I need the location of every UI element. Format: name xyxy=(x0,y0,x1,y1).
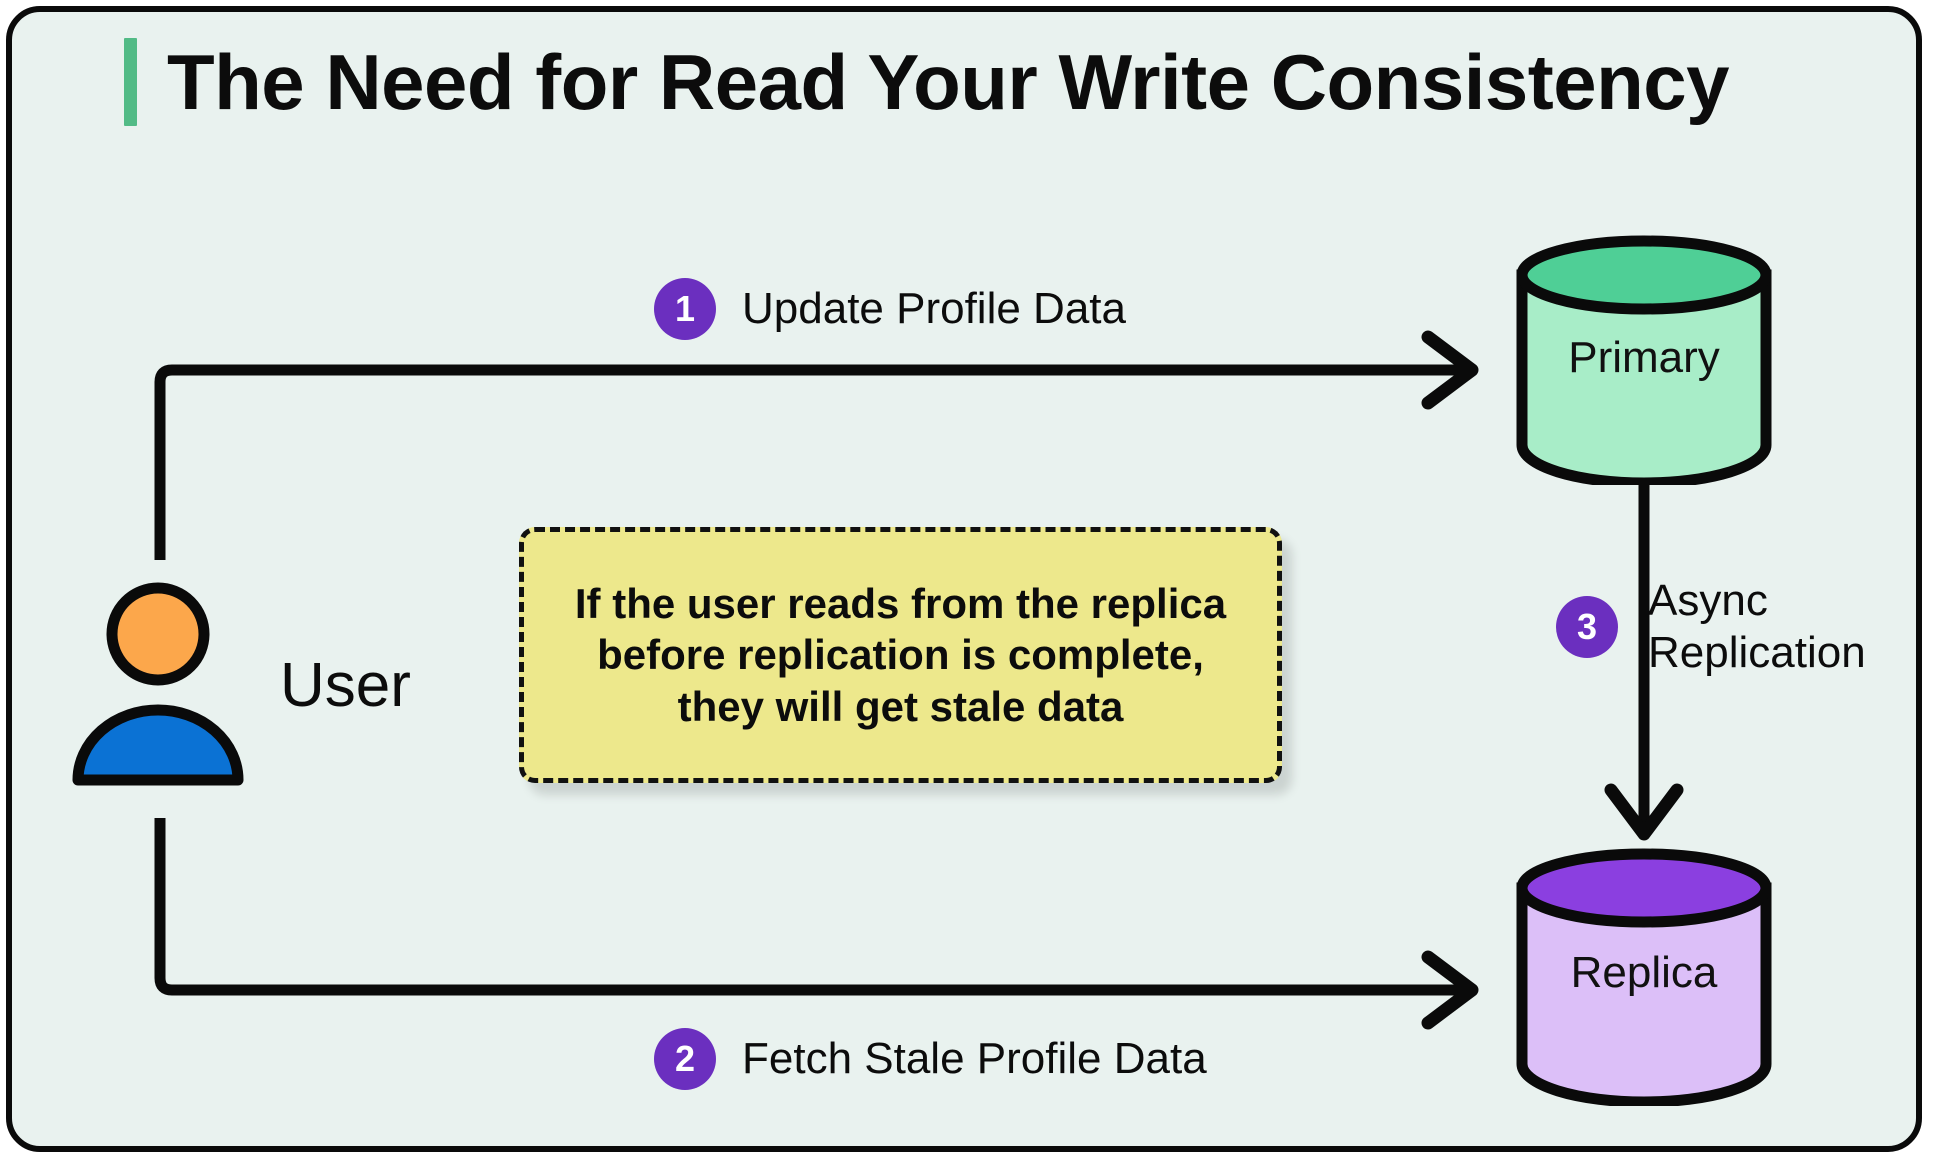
step-2-label: Fetch Stale Profile Data xyxy=(742,1034,1207,1084)
step-1-badge: 1 xyxy=(654,278,716,340)
primary-database-node[interactable]: Primary xyxy=(1513,235,1775,489)
database-cylinder-icon xyxy=(1516,848,1772,1108)
step-3: 3 Async Replication xyxy=(1556,575,1908,679)
database-cylinder-icon xyxy=(1516,235,1772,489)
user-actor[interactable] xyxy=(68,578,488,798)
page-title-text: The Need for Read Your Write Consistency xyxy=(167,38,1730,126)
user-icon xyxy=(72,582,244,786)
step-3-badge: 3 xyxy=(1556,595,1618,658)
page-title: The Need for Read Your Write Consistency xyxy=(124,38,1730,126)
step-3-label: Async Replication xyxy=(1648,576,1866,677)
step-1-label: Update Profile Data xyxy=(742,284,1126,334)
stale-data-note: If the user reads from the replica befor… xyxy=(519,527,1282,783)
step-2-badge: 2 xyxy=(654,1028,716,1090)
replica-database-node[interactable]: Replica xyxy=(1513,848,1775,1108)
user-label: User xyxy=(280,651,411,720)
step-2: 2 Fetch Stale Profile Data xyxy=(654,1028,1207,1090)
step-1: 1 Update Profile Data xyxy=(654,278,1126,340)
title-accent-bar xyxy=(124,38,137,126)
stale-data-note-text: If the user reads from the replica befor… xyxy=(574,580,1227,730)
